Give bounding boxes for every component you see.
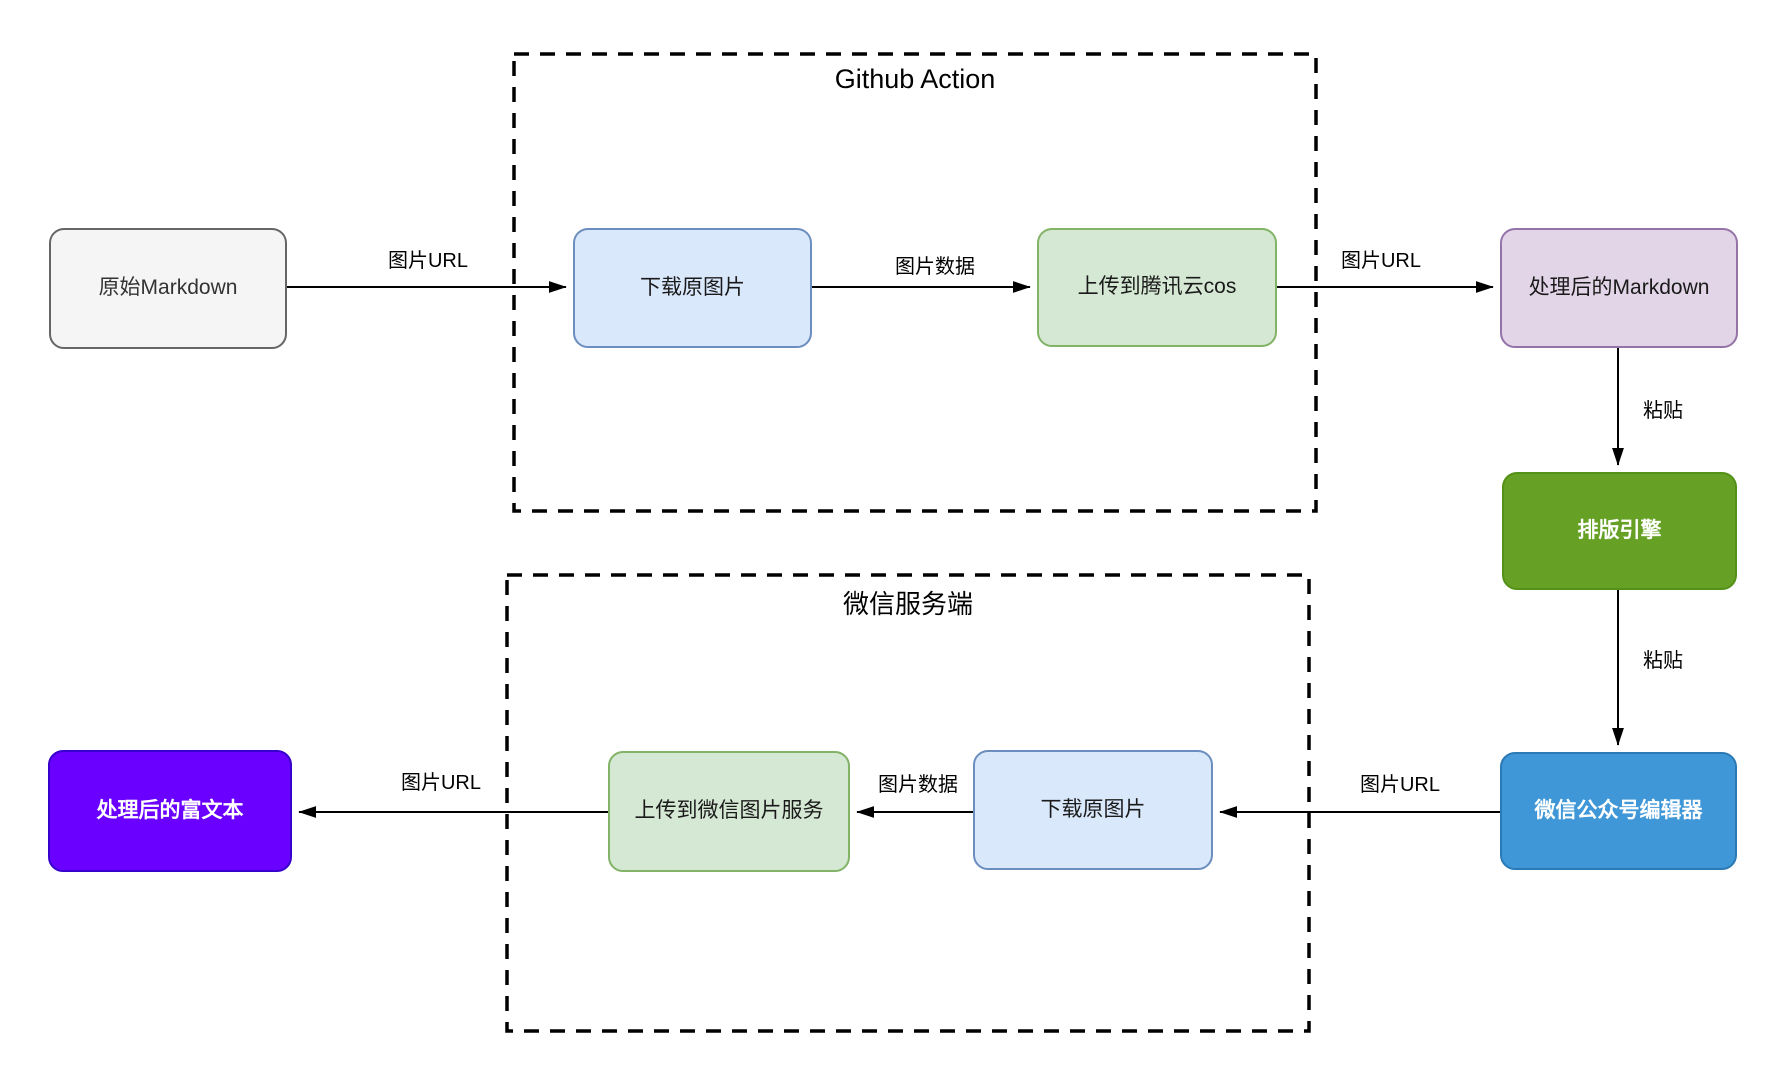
edge-label-raw-to-download: 图片URL bbox=[384, 244, 472, 273]
edge-label-engine-to-editor: 粘贴 bbox=[1640, 644, 1686, 673]
container-wechat-server-border bbox=[505, 573, 1311, 1033]
edge-label-markdown-to-engine: 粘贴 bbox=[1640, 394, 1686, 423]
edge-label-download-to-cos: 图片数据 bbox=[892, 250, 978, 279]
edge-label-upload-to-richtext: 图片URL bbox=[397, 766, 485, 795]
container-wechat-server-title: 微信服务端 bbox=[842, 589, 973, 619]
container-github-action-title: Github Action bbox=[834, 64, 996, 94]
node-upload-tencent-cos: 上传到腾讯云cos bbox=[1037, 228, 1277, 347]
node-layout-engine: 排版引擎 bbox=[1502, 472, 1737, 590]
node-raw-markdown: 原始Markdown bbox=[49, 228, 287, 349]
node-download-original-image-top: 下载原图片 bbox=[573, 228, 812, 348]
node-upload-wechat-image-service: 上传到微信图片服务 bbox=[608, 751, 850, 872]
edge-label-cos-to-markdown: 图片URL bbox=[1337, 244, 1425, 273]
edge-label-download-to-upload: 图片数据 bbox=[875, 768, 961, 797]
container-github-action-border bbox=[512, 52, 1318, 513]
node-download-original-image-bottom: 下载原图片 bbox=[973, 750, 1213, 870]
node-processed-rich-text: 处理后的富文本 bbox=[48, 750, 292, 872]
edge-label-editor-to-download: 图片URL bbox=[1356, 768, 1444, 797]
node-processed-markdown: 处理后的Markdown bbox=[1500, 228, 1738, 348]
node-wechat-editor: 微信公众号编辑器 bbox=[1500, 752, 1737, 870]
